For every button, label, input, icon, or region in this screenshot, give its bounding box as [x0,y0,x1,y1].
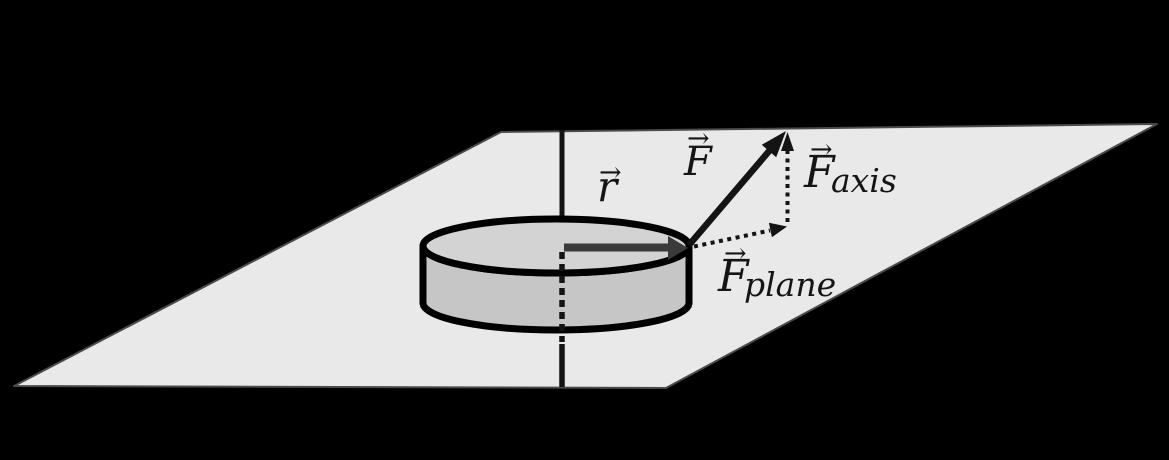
r-vector [564,236,688,260]
r-label: → r [597,157,622,211]
force-axis-label-subscript: axis [831,161,897,200]
force-axis-component-arrowhead-icon [781,132,794,151]
force-plane-label: → F plane [717,238,836,304]
r-vector-arrowhead-icon [668,236,688,260]
force-label-hat-icon: → [687,123,710,154]
force-plane-label-letter: F [717,251,750,302]
force-axis-label: → F axis [803,134,897,200]
force-plane-component-arrowhead-icon [768,222,787,238]
force-vector [686,131,786,248]
force-vector-shaft [686,147,773,248]
force-axis-label-hat-icon: → [810,134,833,165]
force-plane-component-vector [693,222,787,249]
force-axis-label-letter: F [803,147,836,198]
force-plane-label-subscript: plane [744,265,836,304]
r-label-hat-icon: → [599,157,622,188]
force-plane-label-hat-icon: → [724,238,747,269]
force-label-letter: F [683,139,713,185]
r-label-letter: r [597,162,620,211]
force-axis-component-vector [781,132,794,222]
force-vector-arrowhead-icon [761,131,786,158]
force-label: → F [683,123,713,185]
disk-top-face [419,215,693,277]
